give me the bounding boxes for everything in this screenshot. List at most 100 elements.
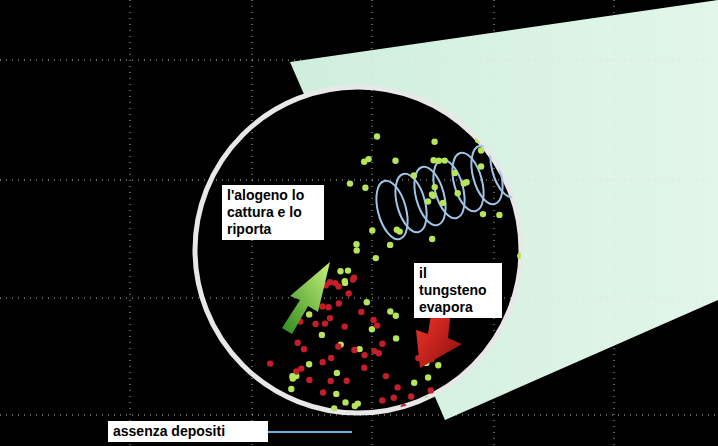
particle-dot	[364, 299, 370, 305]
particle-dot	[332, 280, 338, 286]
particle-dot	[411, 380, 417, 386]
label-text: il tungsteno evapora	[419, 265, 497, 316]
return-arrow	[282, 262, 330, 334]
particle-dot	[322, 320, 328, 326]
particle-dot	[267, 360, 273, 366]
coil-loop	[447, 149, 490, 214]
particle-dot	[496, 212, 502, 218]
particle-dot	[478, 147, 484, 153]
label-box: l'alogeno lo cattura e lo riporta	[222, 185, 324, 240]
particle-dot	[287, 402, 293, 408]
particle-dot	[337, 268, 343, 274]
particle-dot	[345, 412, 351, 418]
particle-dot	[362, 185, 368, 191]
particle-dot	[393, 335, 399, 341]
particle-dot	[345, 267, 351, 273]
particle-dot	[425, 374, 431, 380]
particle-dot	[306, 361, 312, 367]
coil-loop	[466, 142, 509, 207]
particle-dot	[342, 280, 348, 286]
particle-dot	[306, 311, 312, 317]
particle-dot	[393, 313, 399, 319]
particle-dot	[431, 139, 437, 145]
particle-dot	[353, 241, 359, 247]
particle-dot	[383, 373, 389, 379]
particle-dot	[401, 404, 407, 410]
particle-dot	[312, 410, 318, 416]
particle-dot	[369, 227, 375, 233]
particle-dot	[320, 389, 326, 395]
particle-dot	[289, 373, 295, 379]
particle-dot	[325, 304, 331, 310]
particle-dot	[408, 393, 414, 399]
particle-dot	[394, 227, 400, 233]
particle-dot	[342, 399, 348, 405]
tungsten-filament	[371, 128, 547, 242]
particle-dot	[295, 340, 301, 346]
particle-dot	[425, 198, 431, 204]
particle-dot	[344, 378, 350, 384]
particle-dot	[440, 200, 446, 206]
particle-dot	[347, 180, 353, 186]
label-box: il tungsteno evapora	[414, 263, 502, 318]
particle-dot	[358, 309, 364, 315]
particle-dot	[428, 387, 434, 393]
particle-dot	[328, 378, 334, 384]
particle-dot	[346, 290, 352, 296]
particle-dot	[374, 133, 380, 139]
particle-dot	[429, 236, 435, 242]
particle-dot	[346, 415, 352, 421]
particle-dot	[452, 170, 458, 176]
particle-dot	[342, 323, 348, 329]
coil-loop	[485, 135, 528, 200]
particle-dot	[537, 169, 543, 175]
particle-dot	[301, 346, 307, 352]
bulb-outline	[195, 87, 521, 413]
particle-dot	[282, 415, 288, 421]
particle-dot	[373, 255, 379, 261]
particle-dot	[361, 352, 367, 358]
coil-loop	[428, 156, 471, 221]
particle-dot	[326, 413, 332, 419]
particle-dot	[320, 359, 326, 365]
particle-dot	[350, 276, 356, 282]
particle-dot	[336, 300, 342, 306]
particle-dot	[369, 326, 375, 332]
label-text: assenza depositi	[113, 423, 263, 440]
particle-dot	[365, 156, 371, 162]
particle-dot	[333, 391, 339, 397]
particle-dot	[432, 184, 438, 190]
particle-dot	[355, 400, 361, 406]
particle-dot	[442, 157, 448, 163]
particle-dot	[379, 397, 385, 403]
particle-dot	[480, 211, 486, 217]
particle-dot	[312, 321, 318, 327]
particle-dot	[371, 348, 377, 354]
particle-dot	[435, 362, 441, 368]
coil-loop	[390, 170, 433, 235]
particle-dot	[391, 395, 397, 401]
particle-dot	[379, 341, 385, 347]
particle-dot	[538, 151, 544, 157]
coil-loop	[504, 128, 547, 193]
particle-dot	[463, 179, 469, 185]
particle-dot	[328, 355, 334, 361]
particle-dot	[475, 137, 481, 143]
particle-dot	[429, 191, 435, 197]
particle-dot	[493, 144, 499, 150]
particle-dot	[424, 396, 430, 402]
particle-dot	[436, 158, 442, 164]
particle-dot	[271, 411, 277, 417]
particle-dot	[327, 315, 333, 321]
particle-dot	[478, 163, 484, 169]
particle-dot	[455, 190, 461, 196]
particle-dot	[411, 172, 417, 178]
label-box: assenza depositi	[108, 421, 268, 442]
particle-dot	[387, 308, 393, 314]
particle-dot	[334, 370, 340, 376]
particle-dot	[394, 384, 400, 390]
label-text: l'alogeno lo cattura e lo riporta	[227, 187, 319, 238]
